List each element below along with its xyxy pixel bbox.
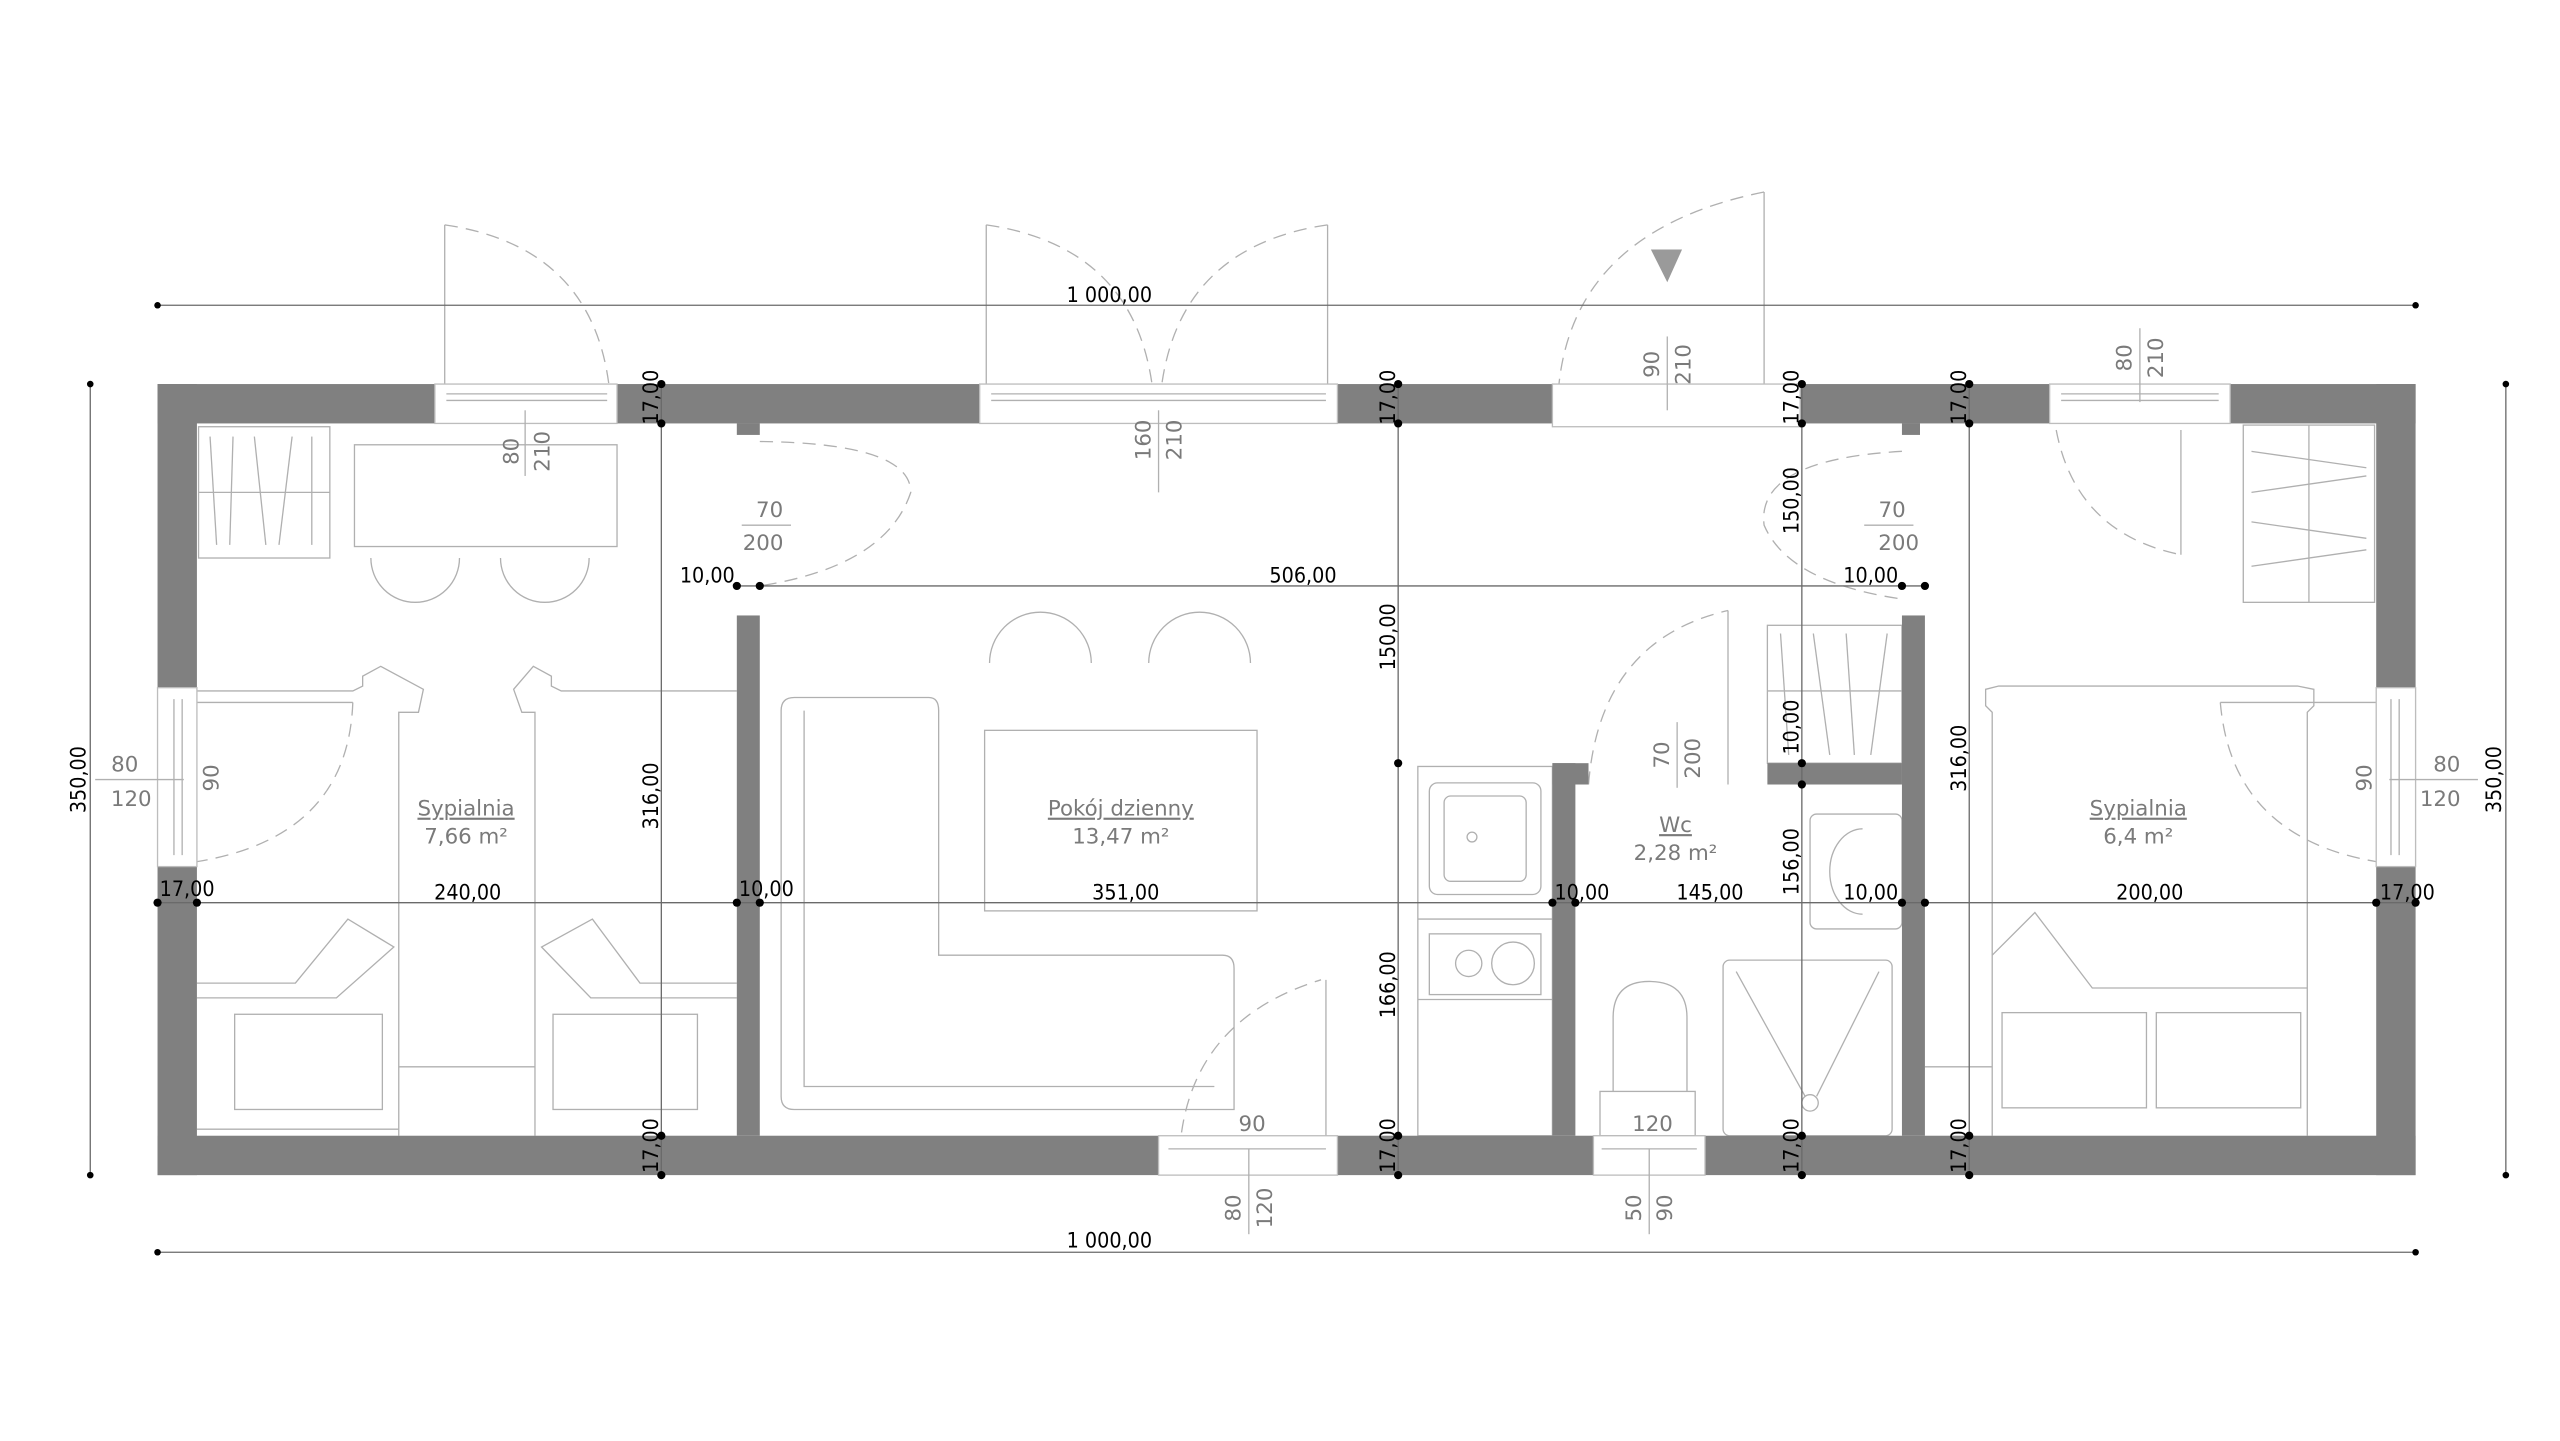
opening-label: 70 [1879,498,1906,523]
dim-label: 17,00 [1947,1118,1972,1173]
opening-label: 200 [1681,738,1706,779]
opening-label: 120 [2420,787,2461,812]
overall-depth-right: 350,00 [2482,746,2507,813]
dim-label: 17,00 [1780,370,1805,425]
opening-labels: 80 210 70 200 160 210 90 210 70 200 80 2… [95,328,2478,1235]
dim-label: 150,00 [1376,603,1401,670]
opening-label: 90 [1239,1112,1266,1137]
room-area: 2,28 m² [1634,841,1718,866]
chair [988,611,1092,664]
opening-label: 200 [743,531,784,556]
entrance-arrow-icon [1650,249,1683,283]
dim-label: 17,00 [639,370,664,425]
dim-label: 506,00 [1269,564,1336,589]
dimension-lines [86,301,2510,1256]
window [434,383,618,425]
opening-label: 120 [111,787,152,812]
shower [1722,959,1893,1137]
dim-label: 17,00 [1376,1118,1401,1173]
opening-label: 210 [531,431,556,472]
dim-label: 10,00 [1780,700,1805,755]
overall-width-bottom: 1 000,00 [1067,1228,1152,1253]
table [983,729,1258,912]
desk [353,444,618,548]
room-name: Pokój dzienny [1048,797,1194,822]
room-area: 13,47 m² [1072,825,1169,850]
room-area: 7,66 m² [424,825,508,850]
opening-label: 210 [2144,337,2169,378]
furniture [196,424,2376,1137]
sink [1809,813,1903,930]
dim-label: 10,00 [1843,880,1898,905]
room-labels: Sypialnia 7,66 m² Pokój dzienny 13,47 m²… [417,797,2186,866]
opening-label: 70 [1650,741,1675,768]
sofa [780,696,1235,1111]
opening-label: 80 [1222,1194,1247,1221]
walls [157,384,2416,1176]
room-name: Sypialnia [2090,797,2187,822]
dim-label: 351,00 [1092,880,1159,905]
wardrobe-left [197,426,331,559]
dim-label: 166,00 [1376,951,1401,1018]
bed-right [1924,685,2315,1136]
opening-label: 80 [2113,344,2138,371]
door-swings [196,191,2377,863]
kitchen [1417,765,1554,1137]
chair [1148,611,1252,664]
dimension-labels: 1 000,00 1 000,00 350,00 350,00 17,00 24… [66,283,2507,1253]
opening-label: 70 [756,498,783,523]
chair [499,558,590,603]
dim-label: 240,00 [434,880,501,905]
dim-label: 10,00 [1843,564,1898,589]
opening-label: 80 [500,438,525,465]
dim-label: 17,00 [1780,1118,1805,1173]
opening-label: 50 [1622,1194,1647,1221]
dim-label: 17,00 [160,877,215,902]
opening-label: 80 [2433,752,2460,777]
room-area: 6,4 m² [2103,825,2173,850]
bed-left [196,665,425,1136]
dim-label: 316,00 [1947,725,1972,792]
room-name: Sypialnia [417,797,514,822]
dim-label: 17,00 [1376,370,1401,425]
dim-label: 145,00 [1676,880,1743,905]
dim-label: 200,00 [2116,880,2183,905]
opening-label: 120 [1253,1188,1278,1229]
opening-label: 80 [111,752,138,777]
overall-depth-left: 350,00 [66,746,91,813]
opening-label: 120 [1632,1112,1673,1137]
window [2375,687,2417,868]
bed-left-2 [398,665,737,1136]
opening-label: 210 [1163,419,1188,460]
chair [370,558,461,603]
room-name: Wc [1659,813,1692,838]
entrance-door [1551,383,1801,428]
door-swing [1180,979,1322,1133]
window [156,687,198,868]
opening-label: 160 [1131,419,1156,460]
dim-label: 17,00 [1947,370,1972,425]
opening-label: 210 [1671,344,1696,385]
window [1157,1135,1339,1176]
dim-label: 10,00 [680,564,735,589]
wardrobe-right [2242,424,2376,603]
opening-label: 90 [1640,351,1665,378]
dim-label: 10,00 [1554,880,1609,905]
dim-label: 156,00 [1780,828,1805,895]
dim-label: 17,00 [639,1118,664,1173]
overall-width-top: 1 000,00 [1067,283,1152,308]
opening-label: 90 [1653,1194,1678,1221]
opening-label: 90 [199,764,224,791]
opening-label: 90 [2352,764,2377,791]
dim-label: 150,00 [1780,467,1805,534]
dim-label: 316,00 [639,762,664,829]
openings [156,383,2417,1176]
dim-label: 17,00 [2380,880,2435,905]
dim-label: 10,00 [739,877,794,902]
opening-label: 200 [1878,531,1919,556]
